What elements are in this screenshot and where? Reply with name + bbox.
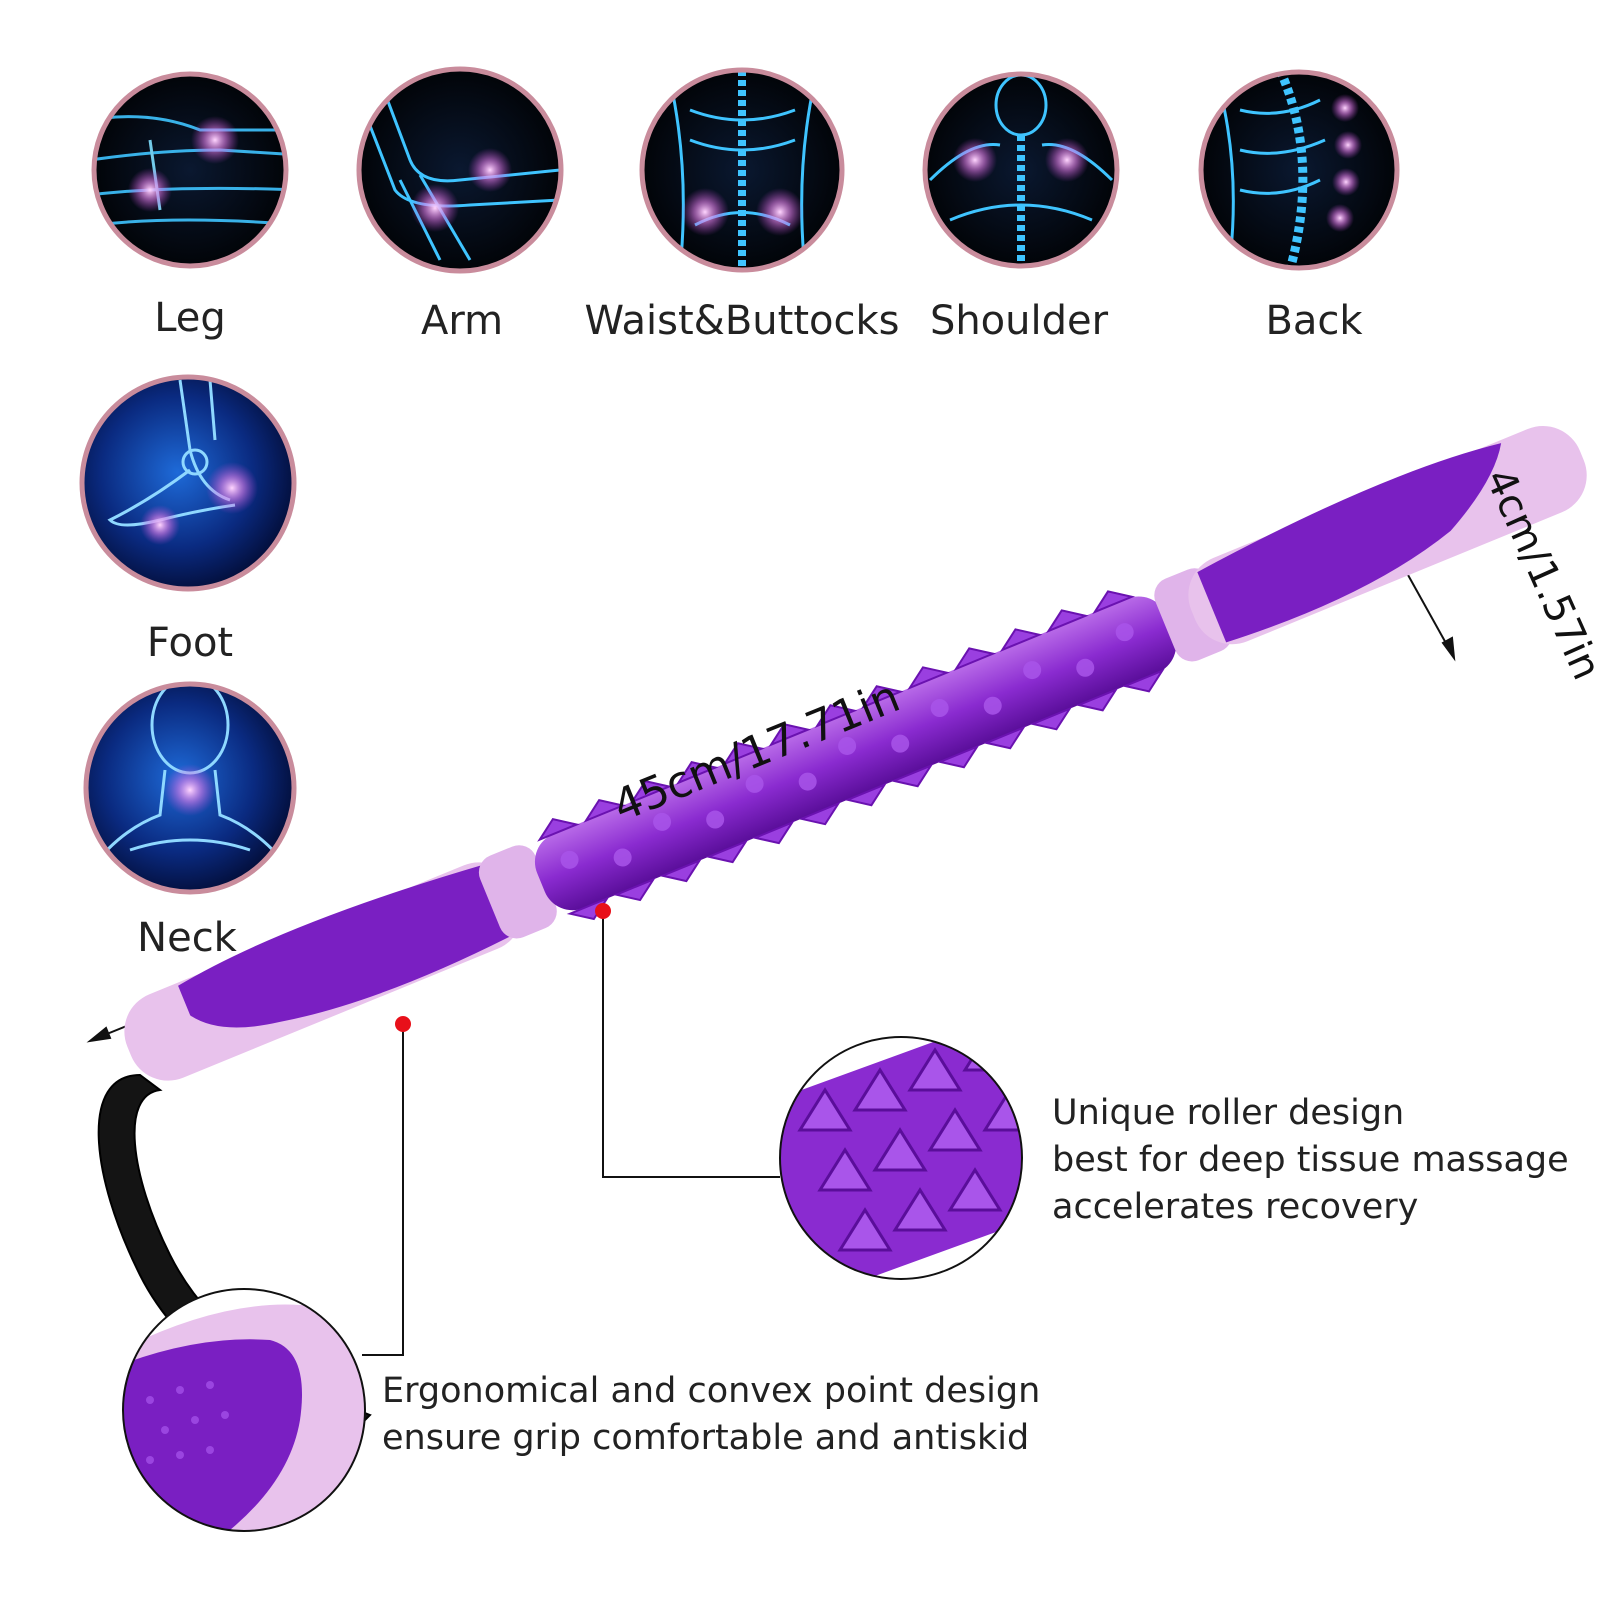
grip-callout-line: [362, 1024, 404, 1356]
grip-feature-line-2: ensure grip comfortable and antiskid: [382, 1418, 1030, 1458]
massage-roller-stick: [97, 426, 1587, 1437]
shoulder-xray-icon: [922, 71, 1120, 269]
body-area-label-neck: Neck: [137, 915, 237, 961]
grip-marker-dot: [395, 1016, 411, 1032]
roller-feature-line-1: Unique roller design: [1052, 1093, 1405, 1133]
grip-feature-note: Ergonomical and convex point design ensu…: [382, 1368, 1040, 1462]
grip-feature-line-1: Ergonomical and convex point design: [382, 1371, 1041, 1411]
roller-feature-line-2: best for deep tissue massage: [1052, 1140, 1569, 1180]
body-area-label-arm: Arm: [420, 298, 504, 344]
grip-zoom-circle: [122, 1288, 366, 1532]
roller-callout-line: [602, 911, 780, 1178]
body-area-label-foot: Foot: [146, 620, 234, 666]
body-area-label-leg: Leg: [154, 295, 226, 341]
roller-feature-line-3: accelerates recovery: [1052, 1187, 1419, 1227]
roller-zoom-circle: [779, 1036, 1023, 1280]
arm-xray-icon: [356, 66, 564, 274]
body-area-label-back: Back: [1265, 298, 1363, 344]
body-area-label-shoulder: Shoulder: [929, 298, 1109, 344]
neck-xray-icon: [83, 681, 297, 895]
roller-marker-dot: [595, 903, 611, 919]
body-area-label-waist-buttocks: Waist&Buttocks: [584, 298, 900, 344]
waist-xray-icon: [639, 67, 845, 273]
back-xray-icon: [1198, 69, 1400, 271]
leg-xray-icon: [91, 71, 289, 269]
foot-xray-icon: [79, 374, 297, 592]
roller-feature-note: Unique roller design best for deep tissu…: [1052, 1090, 1569, 1231]
